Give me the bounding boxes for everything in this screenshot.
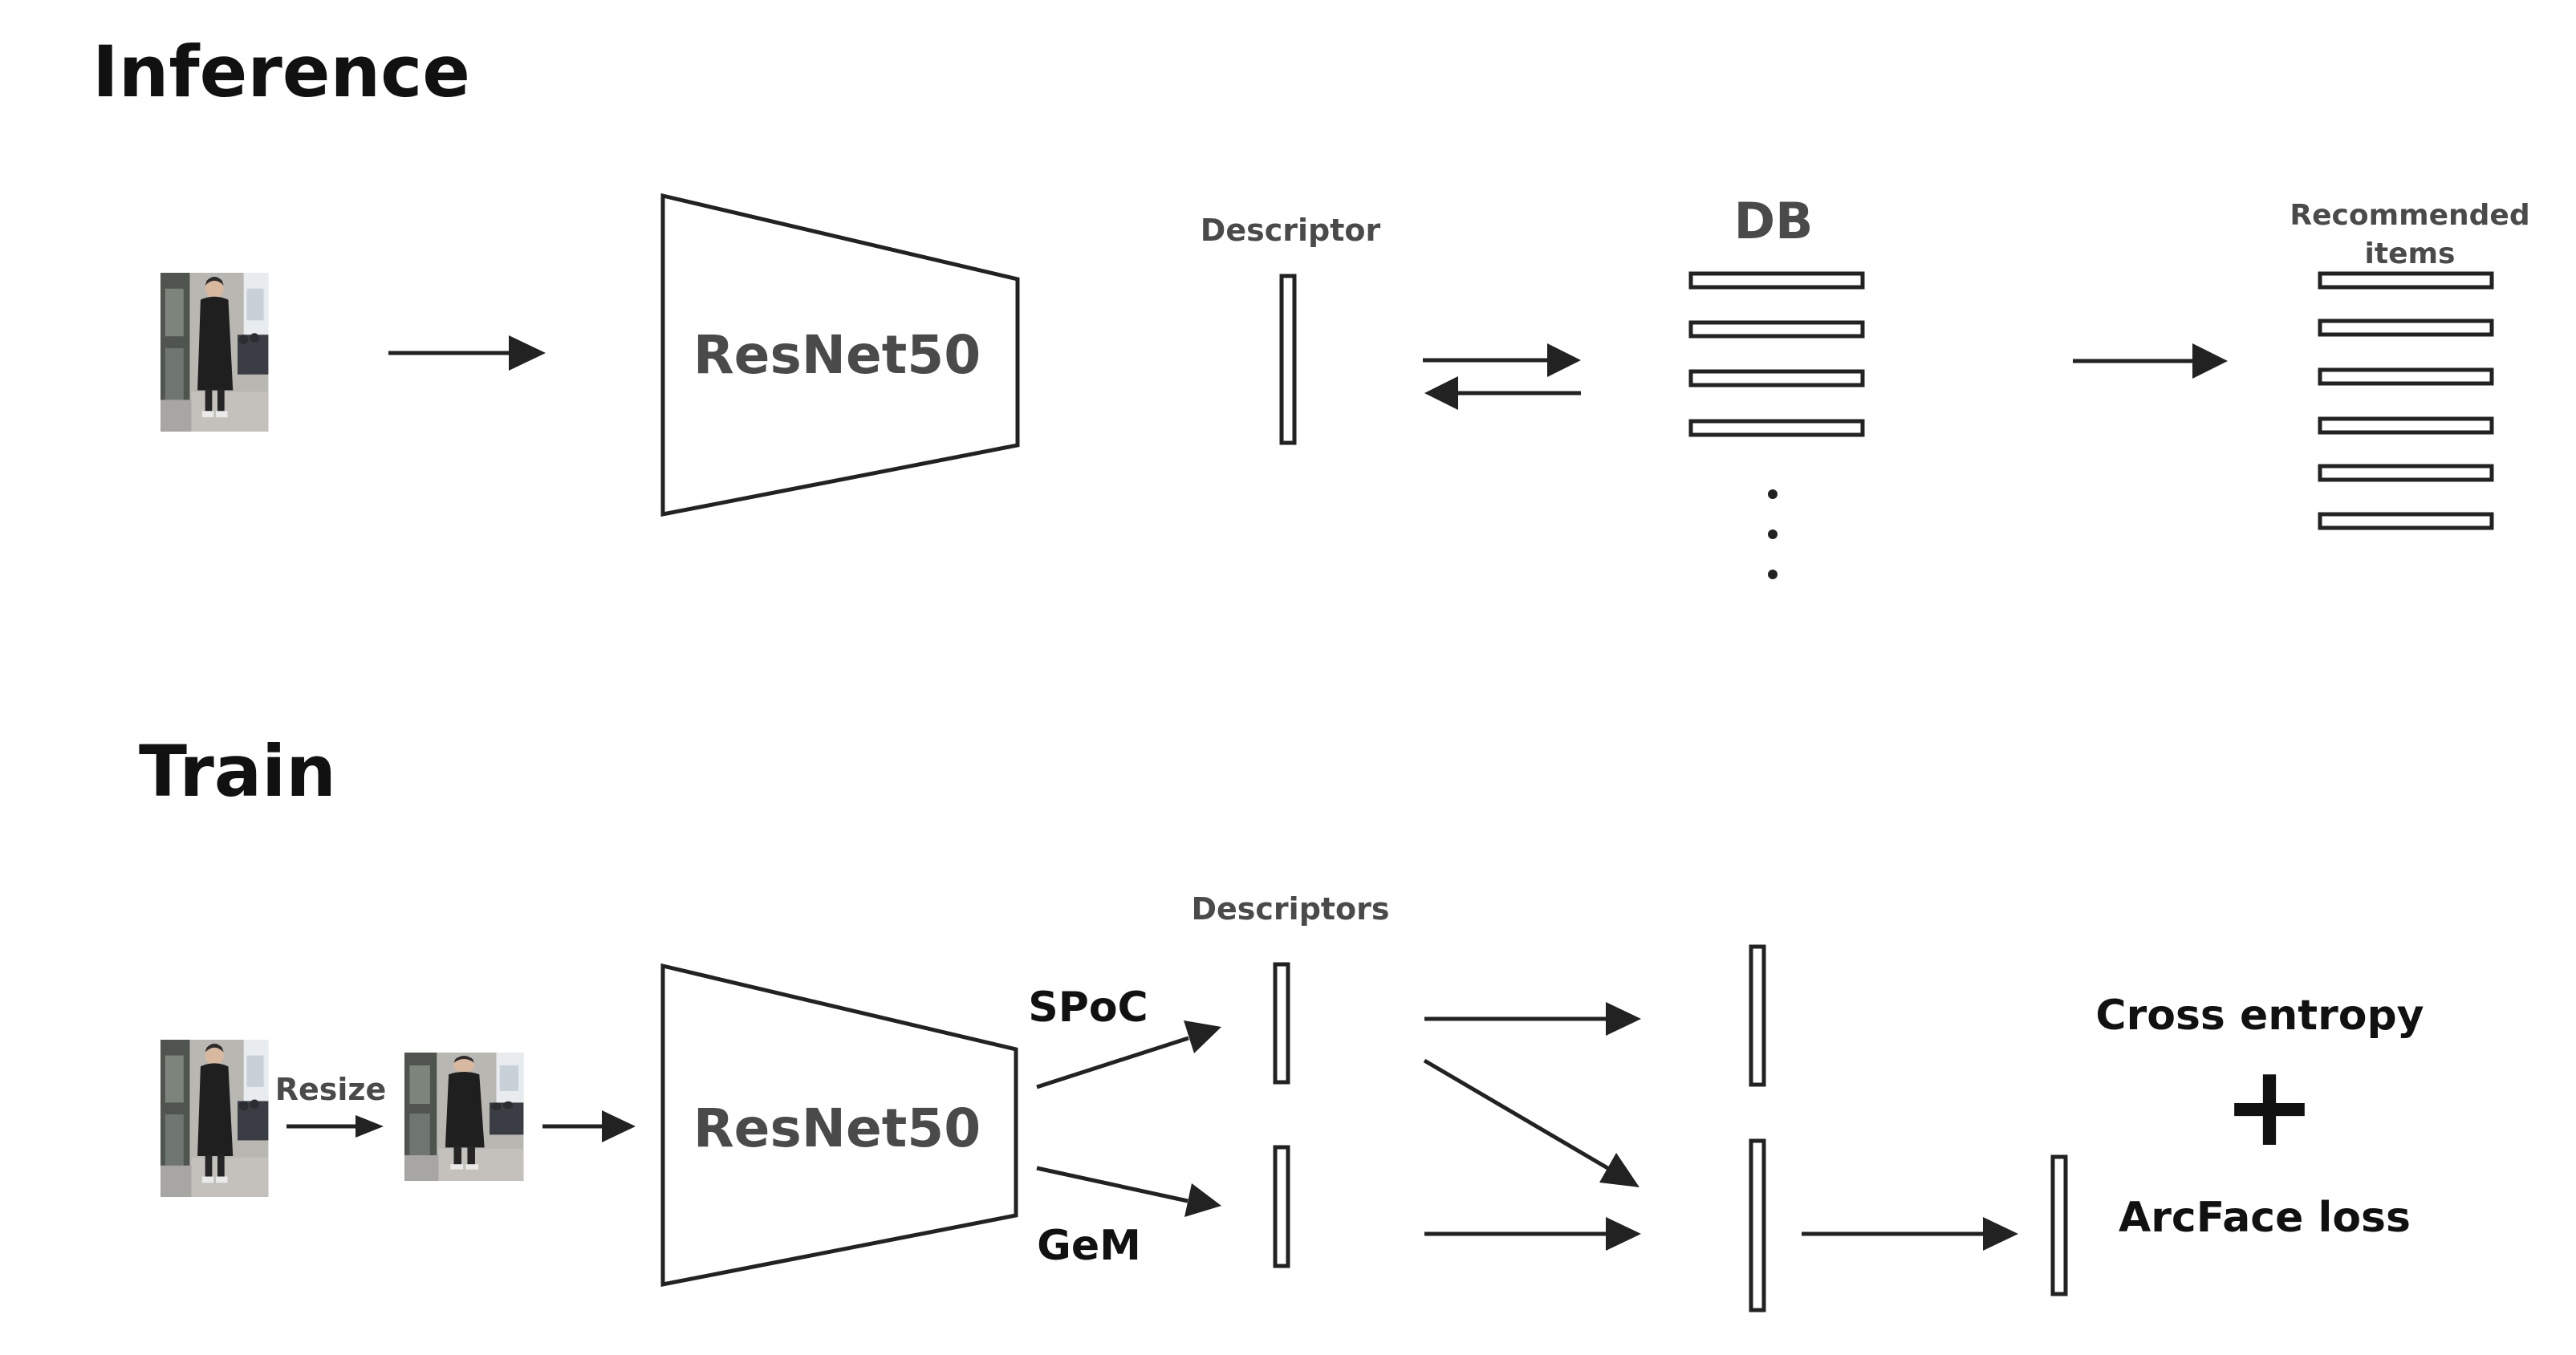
train-arrow-spoc-forward — [1424, 1002, 1641, 1036]
train-input-image — [160, 1040, 269, 1197]
recommended-items-list — [2318, 271, 2494, 530]
db-entry — [1688, 320, 1865, 339]
db-ellipsis — [1768, 489, 1778, 579]
db-label: DB — [1734, 192, 1814, 250]
train-resnet50-block: ResNet50 — [660, 963, 1018, 1288]
recommended-items-label: Recommended items — [2290, 199, 2529, 270]
gem-descriptor — [1273, 1145, 1290, 1268]
recommended-label-line1: Recommended — [2290, 199, 2529, 232]
train-arrow-gem-to-concat — [1424, 1217, 1641, 1251]
train-arrow-resize — [286, 1115, 384, 1138]
train-arrow-image-to-model — [542, 1110, 636, 1142]
inference-model-label: ResNet50 — [693, 324, 981, 386]
inference-arrow-db-to-descriptor — [1424, 376, 1581, 410]
recommended-item — [2318, 416, 2494, 435]
inference-descriptor-vector — [1279, 274, 1297, 445]
inference-arrow-descriptor-to-db — [1423, 343, 1581, 377]
train-model-label: ResNet50 — [693, 1097, 981, 1159]
spoc-label: SPoC — [1028, 984, 1148, 1032]
inference-arrow-db-to-results — [2073, 343, 2228, 379]
recommended-item — [2318, 367, 2494, 386]
recommended-label-line2: items — [2365, 237, 2456, 270]
recommended-item — [2318, 464, 2494, 482]
inference-input-image — [160, 273, 269, 432]
final-embedding — [2050, 1154, 2068, 1296]
inference-title: Inference — [92, 30, 470, 113]
train-arrow-model-to-spoc — [1036, 1020, 1221, 1089]
gem-label: GeM — [1037, 1222, 1141, 1270]
db-entry — [1688, 419, 1865, 437]
recommended-item — [2318, 271, 2494, 290]
train-arrow-model-to-gem — [1036, 1166, 1221, 1217]
inference-resnet50-block: ResNet50 — [660, 193, 1020, 517]
spoc-descriptor — [1273, 962, 1290, 1085]
cross-entropy-label: Cross entropy — [2095, 992, 2424, 1040]
inference-arrow-image-to-model — [388, 335, 546, 371]
arcface-loss-label: ArcFace loss — [2119, 1194, 2411, 1242]
train-arrow-spoc-to-concat — [1423, 1058, 1639, 1187]
train-title: Train — [139, 730, 336, 813]
db-entry — [1688, 271, 1865, 290]
descriptors-label: Descriptors — [1191, 891, 1389, 927]
train-resized-image — [404, 1053, 524, 1181]
resize-label: Resize — [275, 1072, 387, 1107]
db-entries — [1688, 271, 1865, 437]
train-arrow-concat-to-head — [1802, 1217, 2018, 1251]
plus-sign: + — [2222, 1041, 2316, 1172]
descriptor-label: Descriptor — [1201, 213, 1381, 248]
recommended-item — [2318, 512, 2494, 530]
spoc-projected-vector — [1749, 944, 1766, 1087]
recommended-item — [2318, 318, 2494, 337]
db-entry — [1688, 369, 1865, 387]
concatenated-vector — [1749, 1138, 1766, 1312]
